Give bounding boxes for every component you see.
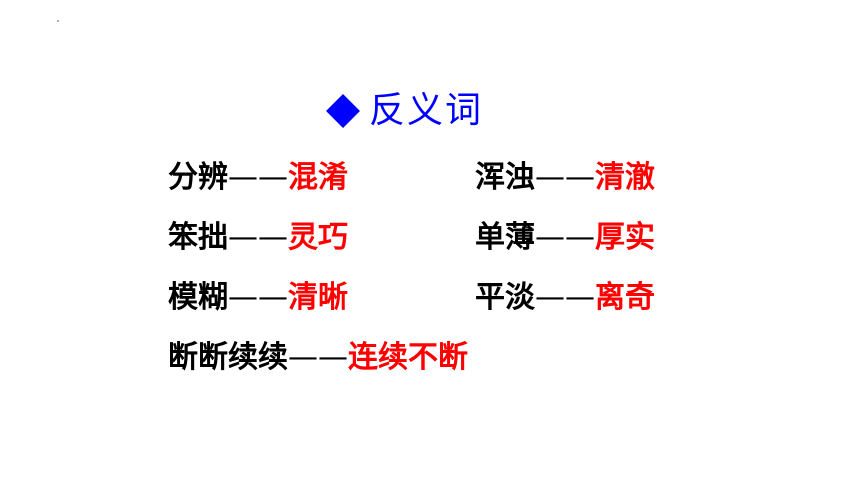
pair-antonym: 离奇 [595, 280, 655, 315]
pair-word: 断断续续 [168, 340, 288, 375]
pair-word: 分辨 [168, 160, 228, 195]
section-heading: 反义词 [325, 88, 483, 134]
antonym-pair: 断断续续——连续不断 [168, 338, 468, 378]
pair-dash: —— [288, 340, 348, 375]
pair-antonym: 厚实 [595, 220, 655, 255]
pair-dash: —— [228, 280, 288, 315]
antonym-pair: 平淡——离奇 [475, 278, 655, 318]
pair-antonym: 混淆 [288, 160, 348, 195]
pair-dash: —— [228, 220, 288, 255]
pair-word: 笨拙 [168, 220, 228, 255]
pair-dash: —— [228, 160, 288, 195]
decorative-dot [57, 20, 59, 22]
pair-word: 模糊 [168, 280, 228, 315]
antonym-pair: 浑浊——清澈 [475, 158, 655, 198]
diamond-icon [326, 94, 360, 128]
pair-antonym: 清晰 [288, 280, 348, 315]
pair-antonym: 灵巧 [288, 220, 348, 255]
heading-text: 反义词 [369, 90, 484, 131]
antonym-pair: 分辨——混淆 [168, 158, 348, 198]
antonym-pair: 模糊——清晰 [168, 278, 348, 318]
pair-dash: —— [535, 220, 595, 255]
pair-word: 平淡 [475, 280, 535, 315]
pair-dash: —— [535, 280, 595, 315]
pair-word: 浑浊 [475, 160, 535, 195]
pair-word: 单薄 [475, 220, 535, 255]
antonym-pair: 单薄——厚实 [475, 218, 655, 258]
pair-antonym: 清澈 [595, 160, 655, 195]
antonym-pair: 笨拙——灵巧 [168, 218, 348, 258]
pair-dash: —— [535, 160, 595, 195]
pair-antonym: 连续不断 [348, 340, 468, 375]
